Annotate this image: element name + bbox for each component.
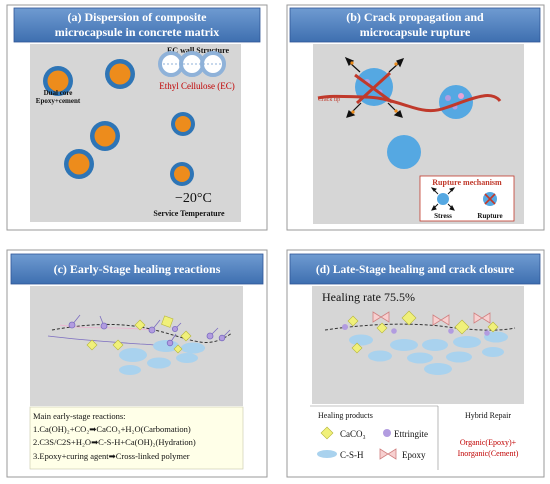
ec-wall-diagram: [158, 51, 226, 77]
panel-d-title-bar: [289, 253, 541, 285]
ec-wall-label: EC wall Structure: [167, 46, 230, 55]
epoxy-bowties: [372, 311, 491, 326]
panel-b-title-bar: [289, 7, 541, 43]
crack-line: [51, 323, 233, 343]
healing-products-legend: Healing products CaCO₃ Ettringite C-S-H …: [310, 405, 439, 470]
panel-c: (c) Early-Stage healing reactions: [6, 249, 268, 478]
caco3-legend-icon: [320, 426, 334, 440]
rupture-mechanism-box: [419, 175, 515, 222]
panel-a-title-line1: (a) Dispersion of composite: [68, 10, 208, 24]
reactions-header: Main early-stage reactions:: [33, 411, 126, 421]
crack-tip-label: Crack tip: [318, 97, 340, 103]
ethyl-cellulose-label: Ethyl Cellulose (EC): [159, 81, 235, 91]
panel-c-title-bar: [10, 253, 264, 285]
rupture-label: Rupture: [477, 212, 502, 220]
panel-d-title: (d) Late-Stage healing and crack closure: [316, 264, 514, 276]
caco3-legend-label: CaCO₃: [340, 429, 366, 439]
intact-capsule-right: [439, 85, 473, 119]
panel-a-title-bar: [13, 7, 261, 43]
hybrid-line-2: Inorganic(Cement): [458, 449, 519, 458]
csh-legend-label: C-S-H: [340, 450, 364, 460]
epoxy-cement-label: Epoxy+cement: [36, 97, 81, 105]
crack-line: [317, 94, 502, 113]
hybrid-repair-box: Hybrid Repair Organic(Epoxy)+ Inorganic(…: [458, 411, 519, 458]
microcapsule-1: [43, 66, 73, 96]
microcapsule-4: [171, 112, 195, 136]
panel-c-matrix: [30, 286, 243, 406]
late-csh-gel-group: [349, 331, 508, 375]
epoxy-legend-icon: [379, 448, 397, 460]
microcapsule-6: [170, 162, 194, 186]
microcapsule-2: [105, 59, 135, 89]
reaction-3: 3.Epoxy+curing agent➡Cross-linked polyme…: [33, 451, 190, 461]
stress-arrow-tips: [350, 61, 398, 114]
panel-a: (a) Dispersion of composite microcapsule…: [6, 4, 268, 231]
late-caco3-crystals: [347, 310, 499, 354]
epoxy-legend-label: Epoxy: [402, 450, 426, 460]
reaction-1: 1.Ca(OH)₂+CO₂➡CaCO₃+H₂O(Carbomation): [33, 424, 191, 434]
late-ettringite-group: [342, 324, 490, 336]
temperature-value: −20°C: [175, 191, 212, 206]
ettringite-needles: [68, 314, 231, 347]
service-temperature-label: Service Temperature: [153, 209, 225, 218]
caco3-crystals: [86, 315, 192, 354]
panel-a-title-line2: microcapsule in concrete matrix: [55, 25, 220, 39]
dual-core-label: Dual core: [44, 89, 73, 97]
rupture-icon: [483, 192, 497, 206]
microcapsule-5: [64, 149, 94, 179]
panel-b-title-line1: (b) Crack propagation and: [346, 10, 484, 24]
ettringite-legend-icon: [383, 429, 391, 437]
rupture-mechanism-title: Rupture mechanism: [432, 178, 502, 187]
healing-rate: Healing rate 75.5%: [322, 290, 415, 304]
reactions-box: [29, 406, 244, 470]
legend-title: Healing products: [318, 411, 373, 420]
microcapsule-3: [90, 121, 120, 151]
panel-b-title-line2: microcapsule rupture: [360, 25, 471, 39]
panel-b: (b) Crack propagation and microcapsule r…: [286, 4, 545, 231]
ettringite-legend-label: Ettringite: [394, 429, 428, 439]
hybrid-line-1: Organic(Epoxy)+: [460, 438, 517, 447]
stress-label: Stress: [434, 212, 452, 220]
stress-arrows: [344, 56, 405, 118]
stress-icon: [430, 187, 456, 211]
closed-crack-line: [324, 323, 516, 331]
reaction-2: 2.C3S/C2S+H₂O➡C-S-H+Ca(OH)₂(Hydration): [33, 437, 196, 447]
hybrid-repair-title: Hybrid Repair: [465, 411, 511, 420]
csh-legend-icon: [317, 450, 337, 458]
panel-d: (d) Late-Stage healing and crack closure…: [286, 249, 545, 478]
intact-capsule-lower: [387, 135, 421, 169]
panel-c-title: (c) Early-Stage healing reactions: [54, 262, 221, 276]
